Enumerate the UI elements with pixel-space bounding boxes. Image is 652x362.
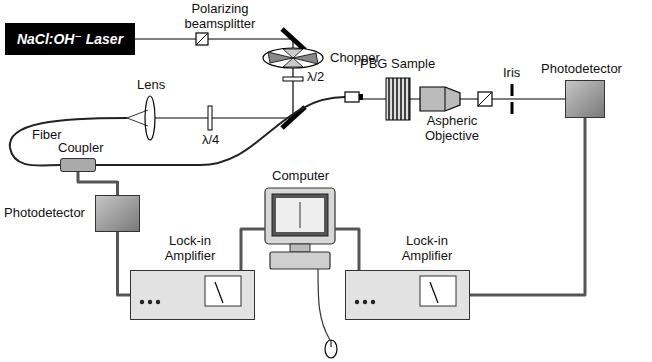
node-heading: Coupler <box>58 141 104 156</box>
chopper-wheel <box>263 48 323 68</box>
lens <box>145 96 155 140</box>
fiber-connector <box>345 92 359 102</box>
laser-box: NaCl:OH⁻ Laser <box>5 23 135 55</box>
lockin-panel <box>130 270 255 320</box>
quarter-wave-plate <box>208 106 212 130</box>
photodetector-body <box>565 80 605 118</box>
iris <box>512 84 513 114</box>
component-label: Iris <box>503 66 520 81</box>
signal-cable <box>241 229 265 270</box>
component-label: Polarizing beamsplitter <box>178 2 262 32</box>
optical-fiber <box>96 97 345 165</box>
node-heading: Lock-in Amplifier <box>151 234 229 264</box>
signal-cable <box>335 229 359 270</box>
computer-mouse <box>318 269 337 358</box>
computer: Computer <box>265 188 335 270</box>
fiber-coupler: Coupler <box>60 158 96 172</box>
component-label: Aspheric Objective <box>414 114 490 144</box>
photodetector-body <box>95 195 140 232</box>
laser-beam <box>135 38 293 39</box>
node-heading: Photodetector <box>4 206 85 221</box>
focused-beam <box>127 110 148 126</box>
fiber-connector <box>359 94 363 100</box>
node-heading: Computer <box>272 169 329 184</box>
photodetector: Photodetector <box>565 80 605 118</box>
pbg-sample <box>386 78 410 120</box>
signal-cable <box>470 118 585 295</box>
component-label: λ/4 <box>202 133 219 148</box>
signal-cable <box>118 232 131 295</box>
node-text: NaCl:OH⁻ Laser <box>17 31 123 47</box>
component-label: λ/2 <box>307 70 324 85</box>
beamsplitter-cube <box>196 33 208 45</box>
coupler-body <box>60 158 96 172</box>
photodetector: Photodetector <box>95 195 140 232</box>
lockin-panel <box>345 270 470 320</box>
lockin-amplifier: Lock-in Amplifier <box>345 270 470 320</box>
node-heading: Lock-in Amplifier <box>388 234 466 264</box>
component-label: Lens <box>137 78 165 93</box>
half-wave-plate <box>283 77 303 81</box>
signal-cable <box>78 172 118 195</box>
polarizer-cube <box>478 92 492 106</box>
node-heading: Photodetector <box>541 62 622 77</box>
lockin-amplifier: Lock-in Amplifier <box>130 270 255 320</box>
component-label: PBG Sample <box>360 57 435 72</box>
computer-monitor <box>265 188 335 269</box>
component-label: Fiber <box>32 128 62 143</box>
aspheric-objective <box>420 87 460 111</box>
laser-beam <box>150 117 293 118</box>
